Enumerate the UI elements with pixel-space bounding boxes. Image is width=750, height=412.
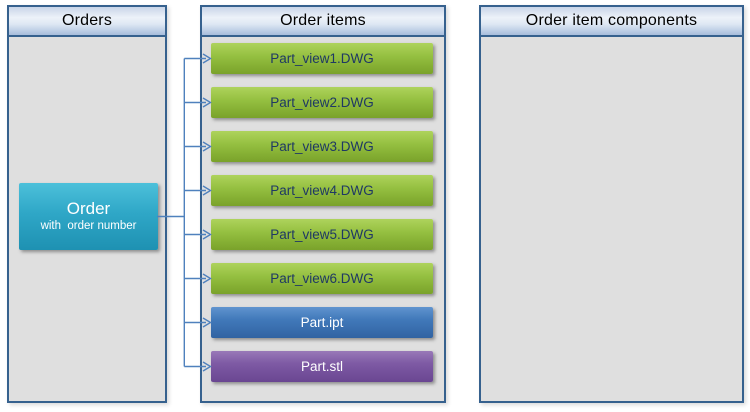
panel-order-items-title: Order items [280,12,366,29]
panel-order-item-components-header: Order item components [481,7,742,37]
item-label: Part_view4.DWG [270,183,374,198]
item-label: Part_view5.DWG [270,227,374,242]
item-label: Part.ipt [300,315,344,330]
item-part-stl: Part.stl [211,351,433,382]
order-node: Order with order number [19,183,158,250]
item-part-view2-dwg: Part_view2.DWG [211,87,433,118]
item-label: Part_view2.DWG [270,95,374,110]
order-node-subtitle: with order number [40,220,137,232]
panel-orders-title: Orders [61,12,113,29]
item-part-view6-dwg: Part_view6.DWG [211,263,433,294]
item-part-view3-dwg: Part_view3.DWG [211,131,433,162]
item-part-view5-dwg: Part_view5.DWG [211,219,433,250]
item-part-ipt: Part.ipt [211,307,433,338]
panel-order-item-components-title: Order item components [525,12,698,29]
item-label: Part.stl [300,359,343,374]
panel-orders-header: Orders [9,7,165,37]
panel-order-item-components: Order item components [479,5,744,403]
item-label: Part_view3.DWG [270,139,374,154]
order-node-title: Order [66,199,111,218]
item-part-view4-dwg: Part_view4.DWG [211,175,433,206]
item-label: Part_view6.DWG [270,271,374,286]
item-part-view1-dwg: Part_view1.DWG [211,43,433,74]
item-label: Part_view1.DWG [270,51,374,66]
panel-order-items-header: Order items [202,7,444,37]
panel-orders: Orders Order with order number [7,5,167,403]
panel-order-items: Order items Part_view1.DWG Part_view2.DW… [200,5,446,403]
